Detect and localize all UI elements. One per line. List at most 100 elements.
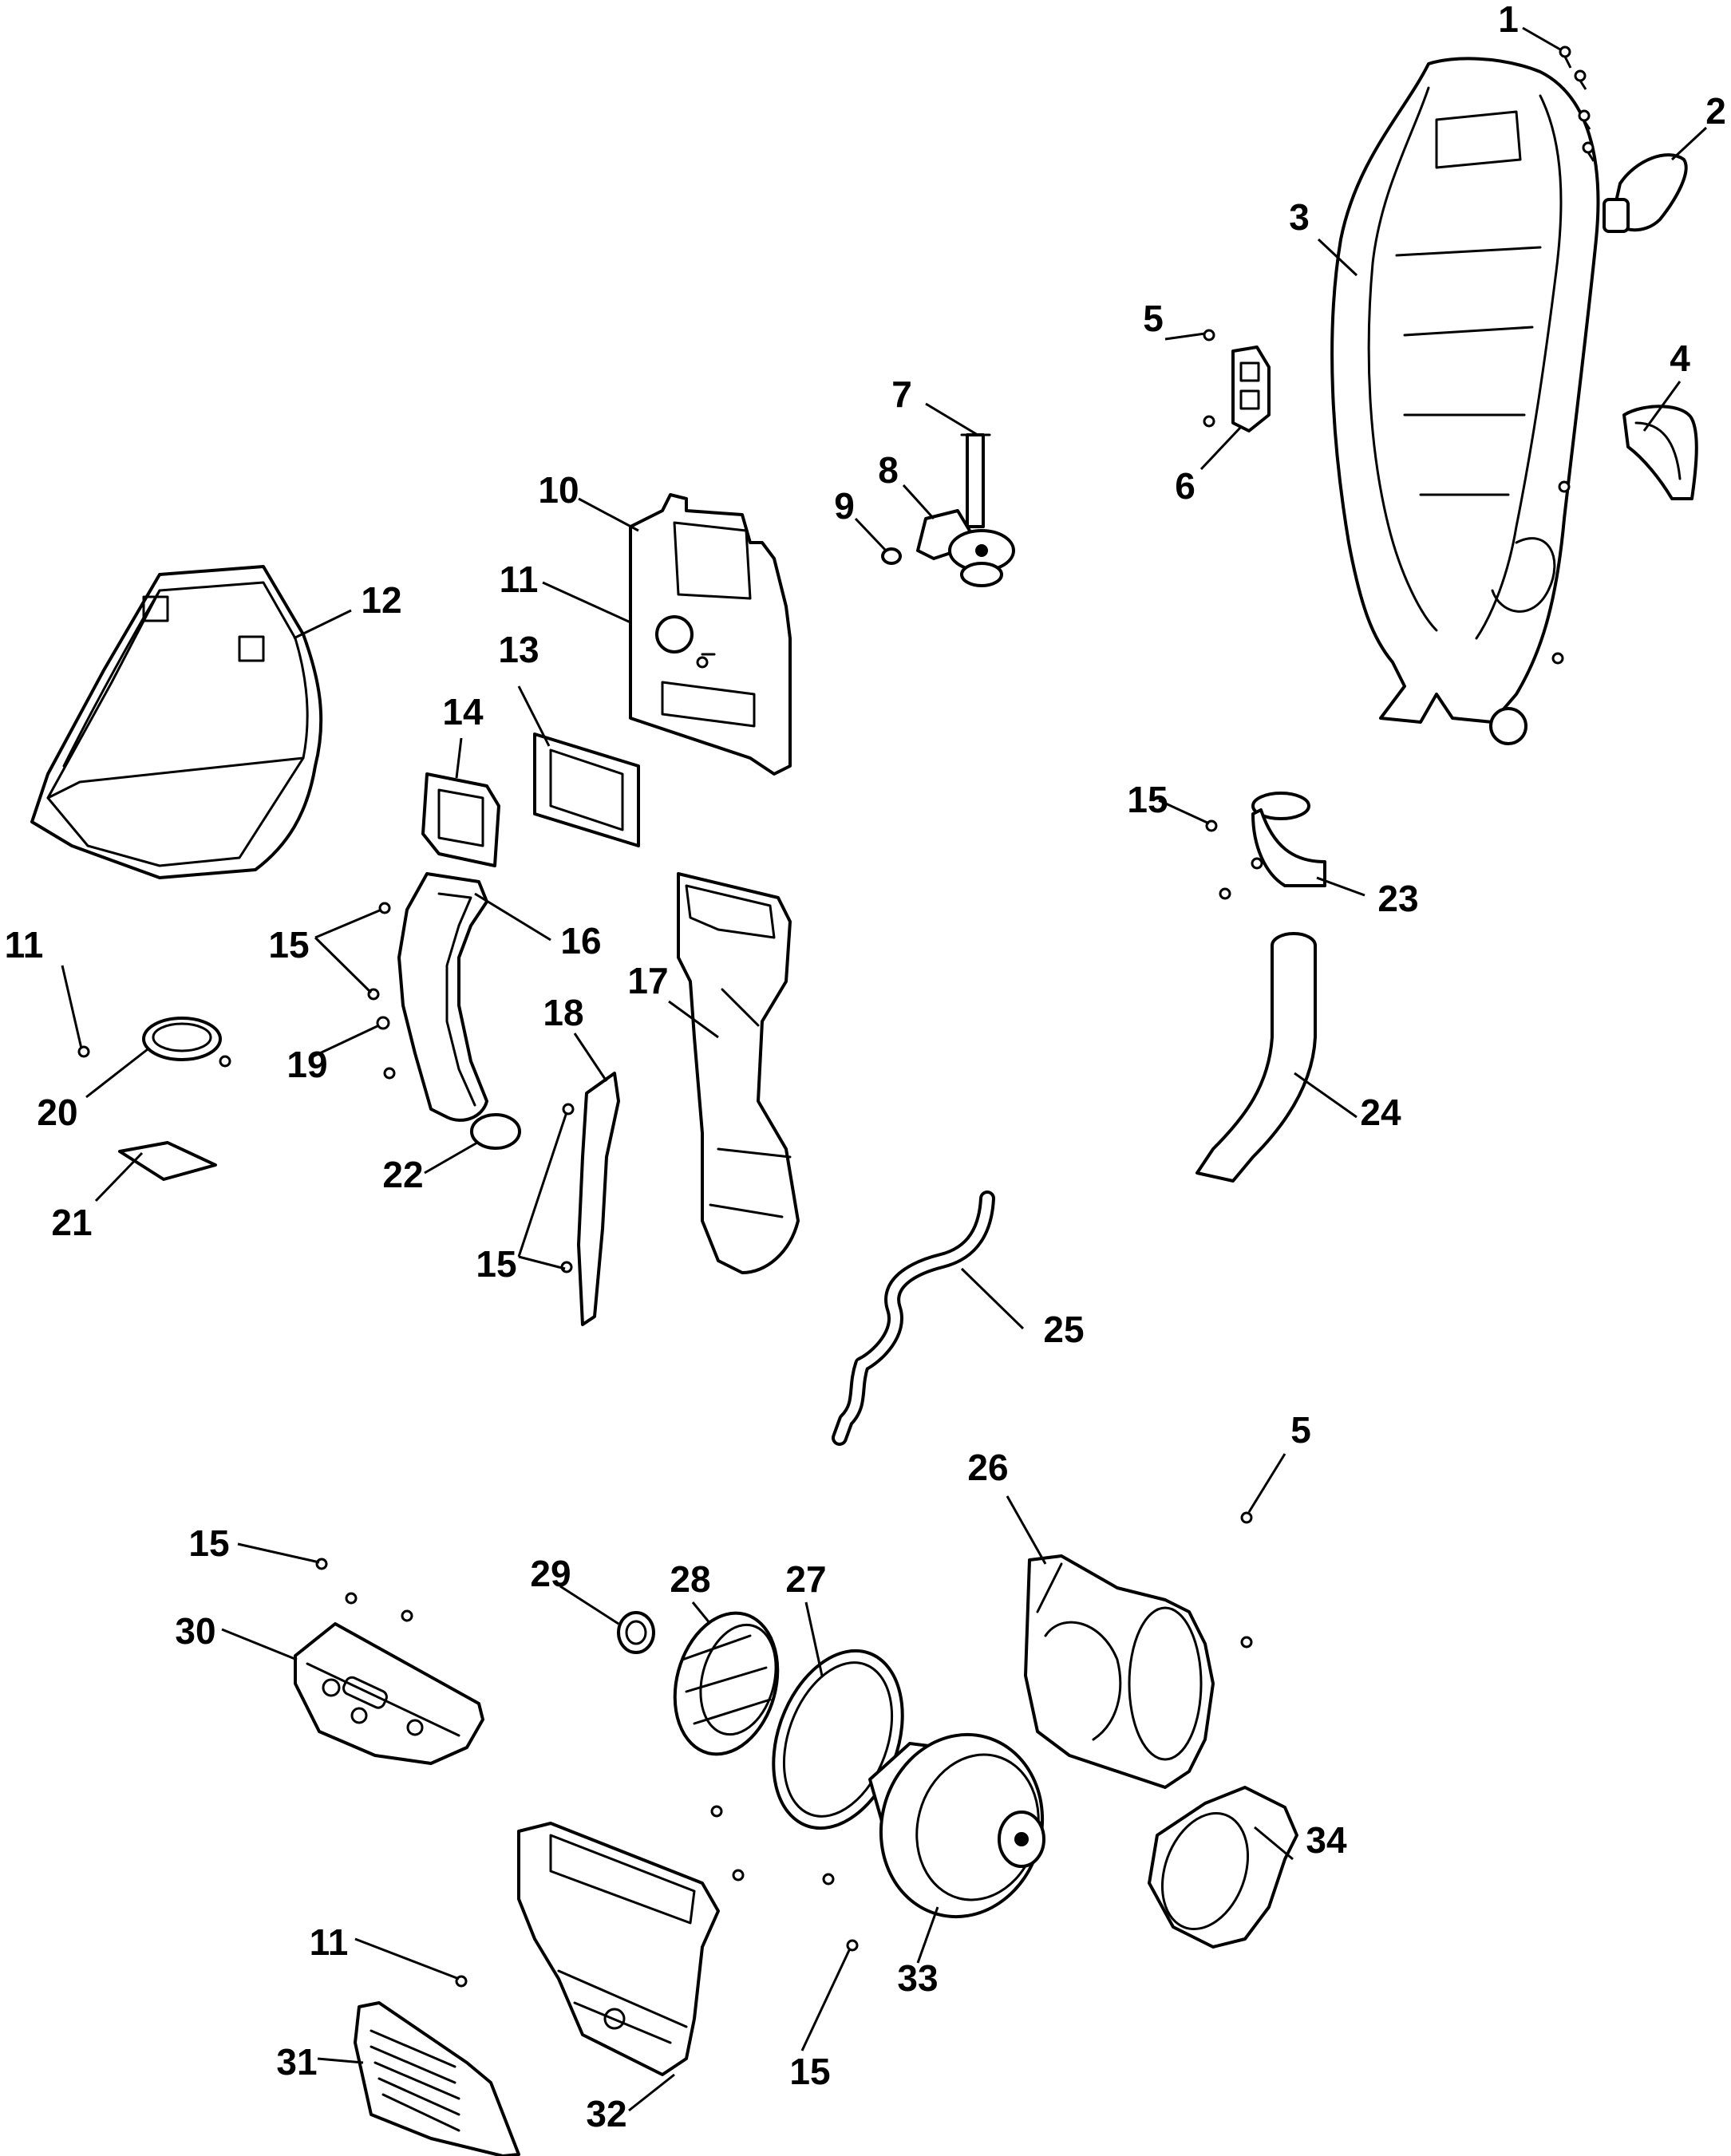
callout-23: 23 — [1377, 878, 1418, 919]
callout-17: 17 — [627, 960, 668, 1001]
callout-30: 30 — [175, 1610, 215, 1652]
callout-13: 13 — [498, 629, 539, 670]
leader-5-top — [1164, 332, 1206, 341]
part-28-filter-cage — [673, 1611, 780, 1756]
leader-14 — [455, 737, 463, 779]
leader-11-a — [542, 581, 631, 624]
screws — [77, 45, 1595, 1988]
part-22-ring — [470, 1113, 521, 1150]
leader-2 — [1670, 126, 1708, 161]
screw — [562, 1103, 575, 1116]
leader-26 — [1006, 1495, 1047, 1565]
callout-16: 16 — [560, 920, 601, 962]
callout-18: 18 — [543, 992, 583, 1033]
part-29-grommet — [617, 1611, 655, 1654]
part-23-elbow — [1251, 792, 1326, 887]
part-12-cover — [30, 565, 323, 879]
leader-29 — [559, 1585, 619, 1625]
leader-15-c — [1158, 799, 1210, 825]
screw — [1582, 141, 1595, 162]
leader-7 — [925, 402, 978, 436]
leader-19 — [310, 1024, 380, 1059]
callout-28: 28 — [670, 1558, 710, 1600]
screw — [1574, 69, 1587, 90]
callout-34: 34 — [1306, 1819, 1347, 1861]
part-18-strip — [577, 1072, 620, 1326]
callout-29: 29 — [530, 1553, 571, 1594]
leader-20 — [85, 1048, 148, 1099]
screw — [1219, 887, 1231, 900]
callout-15-e: 15 — [789, 2051, 830, 2092]
callout-12: 12 — [361, 579, 401, 621]
leader-21 — [94, 1151, 144, 1202]
leader-1 — [1522, 26, 1561, 51]
callout-25: 25 — [1043, 1309, 1084, 1350]
callout-31: 31 — [276, 2041, 317, 2083]
leader-17 — [668, 1000, 719, 1039]
screw — [1551, 652, 1564, 665]
callout-8: 8 — [878, 449, 899, 491]
part-20-vent-cap — [142, 1017, 222, 1061]
leader-lines — [61, 26, 1708, 2112]
part-30-tray — [294, 1622, 484, 1765]
leader-31 — [317, 2057, 364, 2064]
leader-23 — [1316, 876, 1365, 897]
screw — [378, 902, 391, 914]
part-3-handle-body — [1330, 57, 1600, 745]
callouts: 1 2 3 4 5 5 6 7 8 9 10 11 11 11 12 13 14… — [5, 0, 1726, 2134]
screw — [315, 1558, 328, 1570]
part-25-hose — [832, 1191, 995, 1446]
screw — [1558, 480, 1571, 493]
leader-3 — [1317, 238, 1358, 277]
screw — [1203, 415, 1215, 428]
callout-15-a: 15 — [268, 924, 309, 965]
leader-6 — [1199, 425, 1243, 471]
screw — [696, 656, 709, 669]
callout-2: 2 — [1705, 90, 1726, 132]
callout-11-a: 11 — [500, 559, 539, 600]
leader-28 — [691, 1601, 712, 1625]
screw — [1559, 45, 1572, 69]
screw — [710, 1805, 723, 1818]
part-32-tank — [517, 1822, 720, 2076]
leader-15-e — [800, 1948, 852, 2051]
callout-14: 14 — [442, 691, 484, 732]
leader-25 — [960, 1267, 1025, 1330]
part-4-trim — [1622, 405, 1698, 500]
screw — [401, 1609, 413, 1622]
callout-20: 20 — [37, 1092, 77, 1133]
screw — [376, 1016, 390, 1030]
part-2-cap — [1603, 153, 1688, 233]
callout-9: 9 — [834, 485, 855, 527]
part-17-long-duct — [677, 872, 800, 1274]
callout-33: 33 — [897, 1957, 938, 1999]
screw — [732, 1869, 745, 1882]
part-14-duct-seal — [421, 772, 500, 867]
leader-13 — [517, 685, 551, 747]
callout-21: 21 — [51, 1202, 92, 1243]
callout-24: 24 — [1360, 1092, 1401, 1133]
part-34-shroud — [1148, 1786, 1298, 1949]
screw — [1240, 1511, 1253, 1524]
screw — [219, 1055, 231, 1068]
callout-6: 6 — [1175, 465, 1195, 507]
part-8-valve — [916, 509, 1015, 587]
callout-27: 27 — [785, 1558, 826, 1600]
part-21-plate — [118, 1141, 217, 1181]
leader-32 — [628, 2073, 675, 2112]
callout-15-c: 15 — [1127, 779, 1168, 820]
callout-4: 4 — [1670, 338, 1690, 379]
leader-11-b — [61, 965, 83, 1049]
screw — [1578, 109, 1591, 130]
screw — [822, 1873, 835, 1886]
callout-15-d: 15 — [188, 1522, 229, 1564]
callout-3: 3 — [1289, 196, 1310, 238]
leader-8 — [902, 484, 935, 520]
leader-15-a — [314, 908, 382, 994]
part-33-motor — [868, 1732, 1045, 1919]
callout-10: 10 — [538, 469, 579, 511]
callout-5-bottom: 5 — [1290, 1409, 1311, 1451]
leader-12 — [293, 609, 352, 640]
